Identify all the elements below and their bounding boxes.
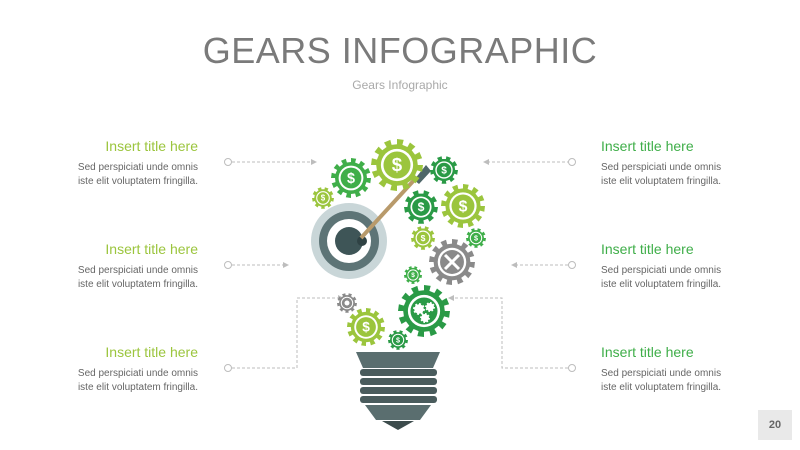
svg-text:$: $ [411,272,415,279]
info-title: Insert title here [105,241,198,257]
info-body: Sed perspiciati unde omnis iste elit vol… [77,162,198,187]
gear-dollar-icon: $ [430,156,458,184]
svg-text:$: $ [441,165,447,176]
info-block-middle-left: Insert title here Sed perspiciati unde o… [48,241,198,292]
svg-text:$: $ [362,320,370,335]
gears-cluster: $ $ $ $ $ $ $ $ $ $ $ [312,139,486,350]
gear-tools-icon [429,239,475,285]
info-title: Insert title here [601,344,694,360]
gear-dollar-icon: $ [466,228,486,248]
info-title: Insert title here [105,344,198,360]
gear-dollar-icon: $ [411,226,435,250]
slide-title: GEARS INFOGRAPHIC [202,30,598,71]
connector-lines [232,161,568,369]
svg-text:$: $ [418,200,425,214]
gear-dollar-icon: $ [347,308,385,346]
info-block-bottom-right: Insert title here Sed perspiciati unde o… [601,344,751,395]
svg-text:$: $ [421,233,426,243]
info-block-top-left: Insert title here Sed perspiciati unde o… [48,138,198,189]
slide-subtitle: Gears Infographic [352,78,448,92]
svg-text:$: $ [459,198,468,215]
info-block-top-right: Insert title here Sed perspiciati unde o… [601,138,751,189]
gear-dollar-icon: $ [441,184,485,228]
info-body: Sed perspiciati unde omnis iste elit vol… [77,368,198,393]
gear-dollar-icon: $ [312,187,334,209]
info-title: Insert title here [105,138,198,154]
svg-text:$: $ [474,233,478,242]
gear-dollar-icon: $ [404,190,438,224]
info-block-bottom-left: Insert title here Sed perspiciati unde o… [48,344,198,395]
info-block-middle-right: Insert title here Sed perspiciati unde o… [601,241,751,292]
svg-text:$: $ [392,154,403,175]
info-body: Sed perspiciati unde omnis iste elit vol… [77,265,198,290]
page-number: 20 [758,410,792,440]
svg-text:$: $ [347,171,355,187]
connector-endpoints [224,158,576,372]
info-body: Sed perspiciati unde omnis iste elit vol… [601,265,722,290]
svg-text:$: $ [396,335,400,344]
gear-dollar-icon [337,293,357,313]
svg-text:$: $ [321,194,326,203]
info-title: Insert title here [601,241,694,257]
gear-dollar-icon: $ [331,158,371,198]
target-arrow-icon [311,165,431,279]
gear-dollar-icon: $ [371,139,423,191]
info-body: Sed perspiciati unde omnis iste elit vol… [601,162,722,187]
light-bulb-icon [356,352,440,430]
gear-cogs-icon [398,285,450,337]
gear-dollar-icon: $ [388,330,408,350]
gear-dollar-icon: $ [404,266,422,284]
info-title: Insert title here [601,138,694,154]
info-body: Sed perspiciati unde omnis iste elit vol… [601,368,722,393]
